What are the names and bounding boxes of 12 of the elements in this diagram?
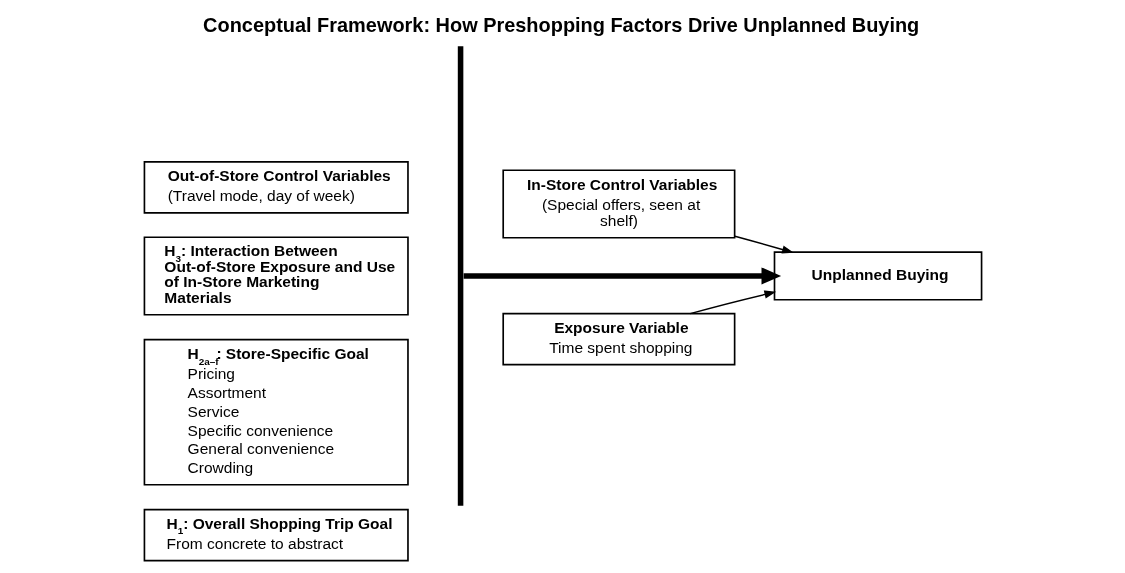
diagram-title: Conceptual Framework: How Preshopping Factors Drive Unplanned Buying <box>202 13 919 36</box>
node-box: Unplanned Buying <box>773 251 982 301</box>
node-box: H$_{3}$: Interaction Between Out-of-Store Exposure and Use of In-Store Marketing Materials <box>143 236 409 316</box>
arrow <box>463 267 781 285</box>
node-box: Exposure Variable Time spent shopping <box>501 312 735 366</box>
arrow <box>733 235 794 254</box>
node-box: Out-of-Store Control Variables (Travel mode, day of week) <box>143 161 409 214</box>
node-box: In-Store Control Variables (Special offers, seen at shelf) <box>501 169 735 239</box>
node-brace <box>457 46 463 506</box>
node-box: H$_{2a–f}$: Store-Specific Goal Pricing Assortment Service Specific convenience General convenience Crowding <box>143 338 409 486</box>
node-box: H$_{1}$: Overall Shopping Trip Goal From concrete to abstract <box>143 508 409 562</box>
arrow <box>689 290 776 315</box>
